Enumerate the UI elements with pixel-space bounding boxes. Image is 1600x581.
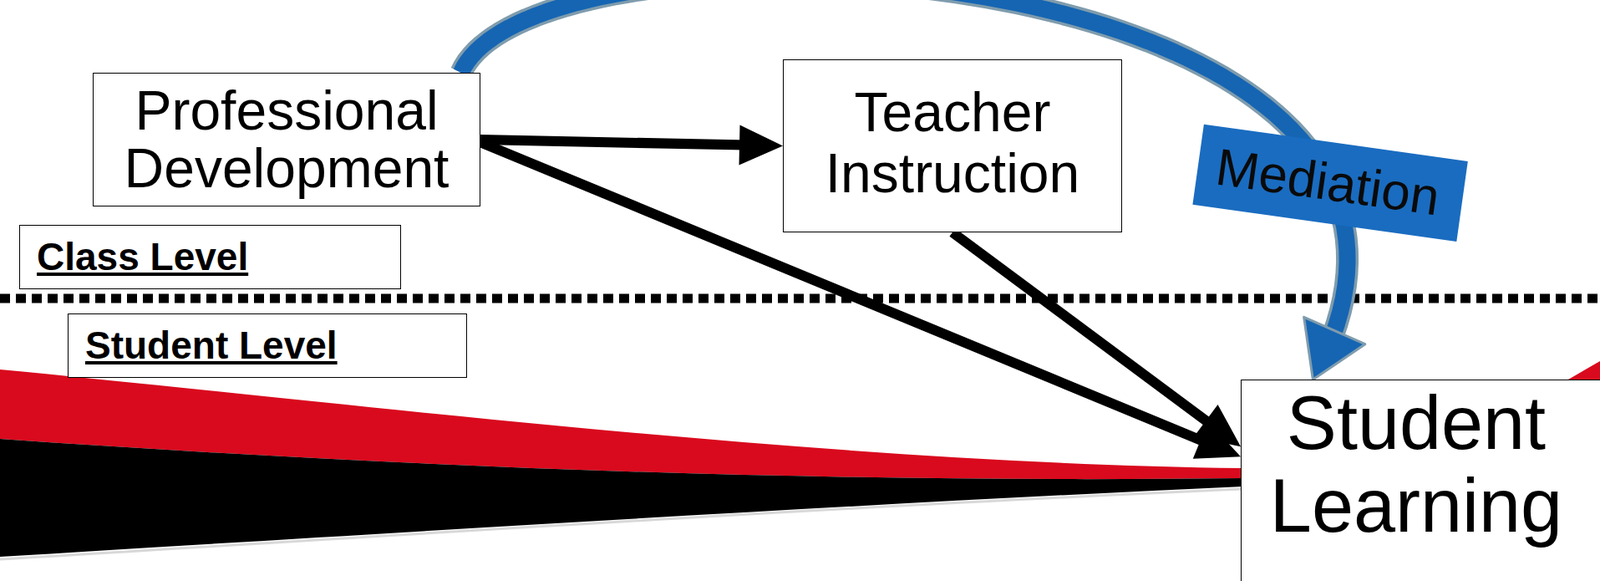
level-label-box: Class Level (19, 224, 402, 290)
arrowhead (1304, 316, 1366, 380)
level-divider (0, 294, 1600, 304)
level-label-box: Student Level (67, 313, 468, 378)
level-label: Class Level (36, 233, 384, 280)
mediation-tag: Mediation (1192, 124, 1468, 243)
box-label: Teacher Instruction (795, 81, 1110, 204)
arrowhead (739, 124, 783, 165)
outcome-box: Student Learning (1240, 379, 1600, 581)
arrow-connector (952, 232, 1241, 447)
level-label: Student Level (85, 322, 450, 369)
box-label: Student Learning (1249, 381, 1583, 548)
arrowhead (1193, 404, 1241, 447)
swoosh-highlight (0, 488, 1243, 559)
process-box: Teacher Instruction (782, 59, 1123, 233)
process-box: Professional Development (92, 72, 481, 207)
connector-line (952, 232, 1220, 432)
box-label: Professional Development (105, 81, 468, 199)
connector-line (480, 139, 757, 146)
